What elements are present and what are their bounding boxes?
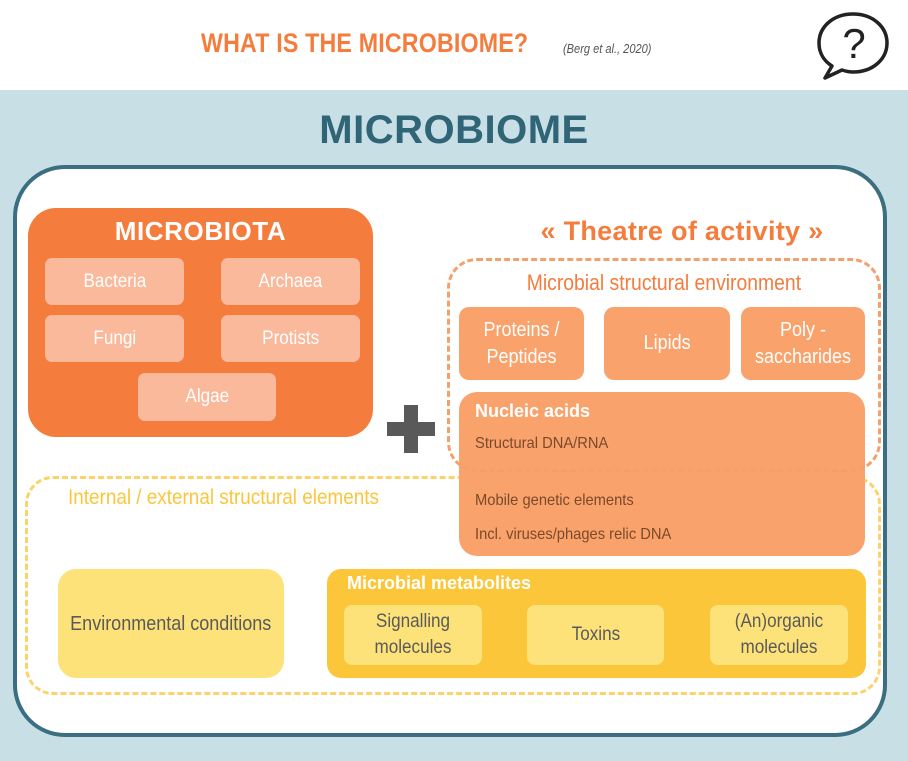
environmental-conditions-box: Environmental conditions	[58, 569, 284, 678]
nucleic-acids-title: Nucleic acids	[475, 401, 591, 421]
metabolite-item-toxins: Toxins	[527, 605, 664, 665]
microbiota-item-fungi: Fungi	[45, 315, 184, 362]
svg-text:?: ?	[842, 20, 865, 67]
structural-environment-title: Microbial structural environment	[526, 270, 802, 295]
microbiota-item-bacteria: Bacteria	[45, 258, 184, 305]
question-speech-bubble-icon: ?	[817, 12, 889, 80]
microbiome-title: MICROBIOME	[319, 108, 589, 152]
structural-item-lipids: Lipids	[604, 307, 730, 380]
structural-elements-title: Internal / external structural elements	[68, 486, 379, 509]
plus-icon	[387, 405, 435, 453]
structural-item-proteins: Proteins / Peptides	[459, 307, 584, 380]
theatre-of-activity-title: « Theatre of activity »	[540, 216, 824, 246]
nucleic-acids-box	[459, 392, 865, 556]
structural-item-polysaccharides: Poly -saccharides	[741, 307, 865, 380]
metabolites-title: Microbial metabolites	[347, 573, 532, 593]
nucleic-acids-line: Structural DNA/RNA	[475, 435, 609, 452]
microbiota-item-protists: Protists	[221, 315, 360, 362]
citation: (Berg et al., 2020)	[563, 41, 652, 56]
metabolite-item-signalling: Signalling molecules	[344, 605, 482, 665]
page-title: WHAT IS THE MICROBIOME?	[201, 28, 529, 58]
nucleic-acids-line: Incl. viruses/phages relic DNA	[475, 526, 672, 543]
nucleic-acids-line: Mobile genetic elements	[475, 492, 634, 509]
microbiota-title: MICROBIOTA	[114, 216, 287, 246]
structural-environment-region	[447, 258, 881, 472]
structural-elements-region	[25, 476, 881, 695]
microbiota-item-algae: Algae	[138, 373, 276, 421]
header: WHAT IS THE MICROBIOME? (Berg et al., 20…	[0, 0, 908, 90]
microbiota-item-archaea: Archaea	[221, 258, 360, 305]
metabolite-item-organic: (An)organic molecules	[710, 605, 848, 665]
